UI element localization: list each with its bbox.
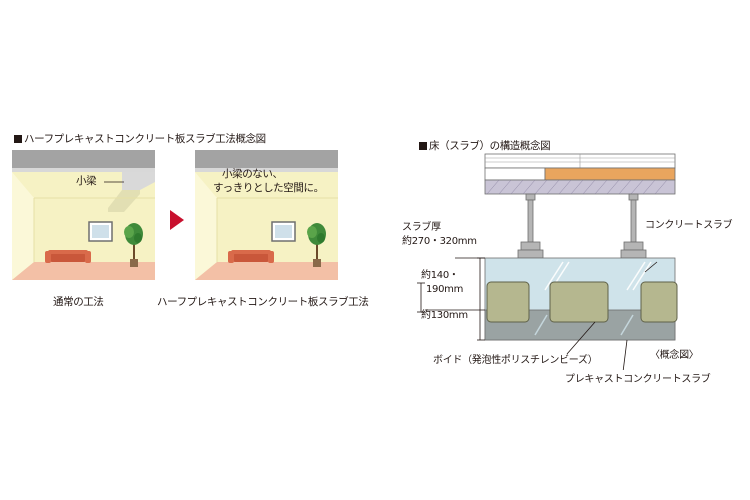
floor-support-posts (517, 193, 647, 259)
slab-structure-diagram (417, 153, 678, 370)
floor-finish-layers (484, 153, 676, 195)
potted-plant (124, 223, 143, 267)
void-blocks (486, 281, 678, 323)
beam-label: 小梁 (76, 175, 97, 187)
arrow-right-icon (170, 210, 184, 230)
half-pc-room-illustration (195, 150, 338, 280)
sofa (45, 250, 91, 263)
slab-thickness-value: 約270・320mm (402, 236, 477, 247)
conventional-room-illustration (12, 150, 155, 280)
concept-note: 〈概念図〉 (650, 350, 699, 361)
potted-plant (307, 223, 326, 267)
dimension-lines (417, 257, 485, 341)
precast-slab-label: プレキャストコンクリートスラブ (565, 374, 711, 385)
conventional-caption: 通常の工法 (53, 296, 104, 308)
upper-thickness-line2: 190mm (426, 284, 464, 295)
upper-thickness-line1: 約140・ (421, 270, 459, 281)
slab-thickness-label: スラブ厚 (402, 222, 441, 233)
small-beam (122, 172, 155, 190)
room-floor (12, 262, 155, 280)
half-pc-note-line1: 小梁のない、 (222, 168, 283, 180)
ceiling (12, 150, 155, 168)
lower-thickness-label: 約130mm (421, 310, 468, 321)
half-pc-note-line2: すっきりとした空間に。 (213, 182, 324, 194)
title-square-icon (14, 134, 22, 143)
half-pc-caption: ハーフプレキャストコンクリート板スラブ工法 (157, 296, 369, 308)
concrete-slab-label: コンクリートスラブ (645, 220, 733, 231)
ceiling (195, 150, 338, 168)
title-square-icon (419, 141, 427, 150)
left-diagram-title: ハーフプレキャストコンクリート板スラブ工法概念図 (14, 131, 266, 146)
leader-lines (566, 261, 658, 370)
void-label: ボイド（発泡性ポリスチレンビーズ） (433, 355, 598, 366)
sofa (228, 250, 274, 263)
right-diagram-title: 床（スラブ）の構造概念図 (419, 138, 551, 153)
room-floor (195, 262, 338, 280)
